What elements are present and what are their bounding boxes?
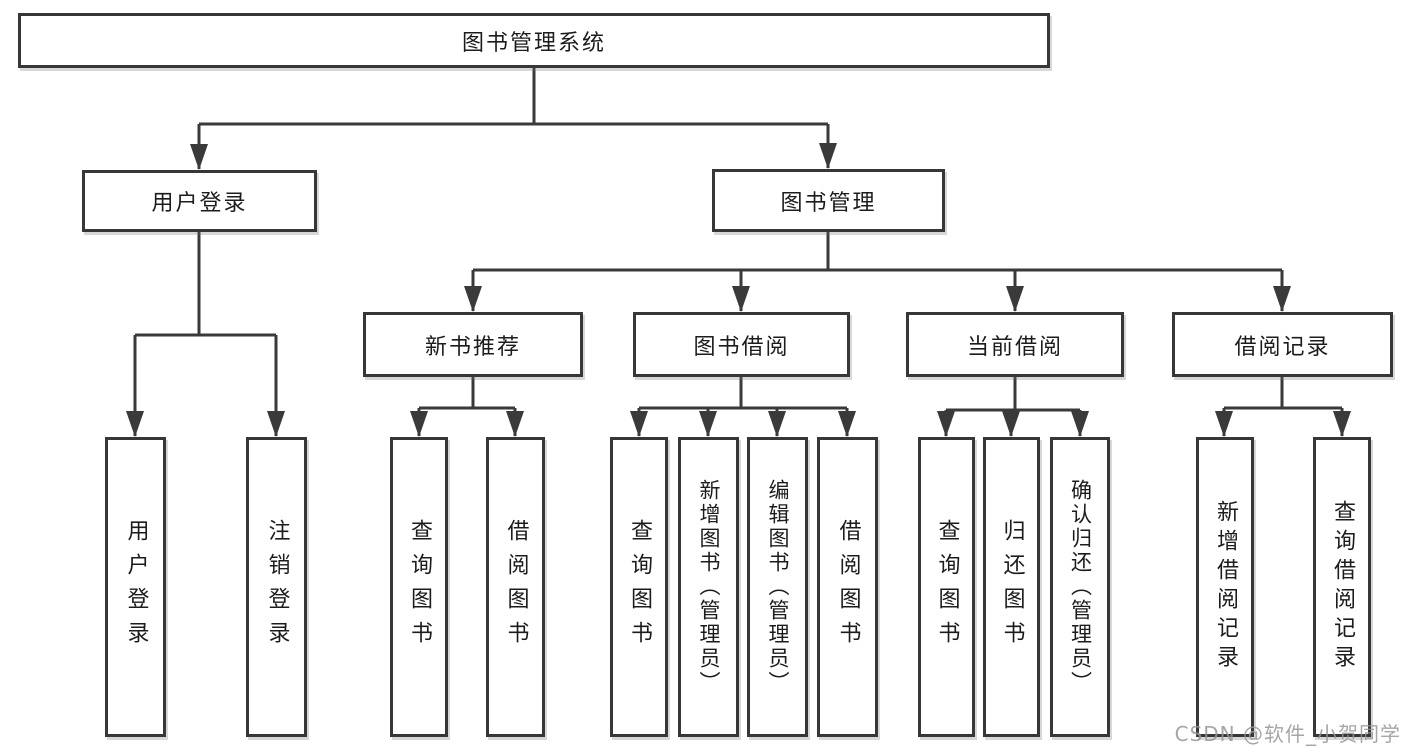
leaf-borrow-books-recommend: 借阅图书 bbox=[486, 437, 545, 737]
leaf-user-login: 用户登录 bbox=[105, 437, 166, 737]
leaf-query-books-recommend: 查询图书 bbox=[390, 437, 448, 737]
node-book-management: 图书管理 bbox=[712, 169, 945, 232]
node-root: 图书管理系统 bbox=[18, 13, 1050, 68]
node-borrow-records: 借阅记录 bbox=[1172, 312, 1393, 377]
leaf-borrow-books-borrowing: 借阅图书 bbox=[817, 437, 878, 737]
leaf-logout: 注销登录 bbox=[246, 437, 307, 737]
leaf-add-books-admin: 新增图书（管理员） bbox=[678, 437, 739, 737]
connector-trunks bbox=[135, 68, 1342, 412]
leaf-add-borrow-record: 新增借阅记录 bbox=[1196, 437, 1254, 737]
leaf-confirm-return-admin: 确认归还（管理员） bbox=[1050, 437, 1110, 737]
connector-arrows bbox=[126, 124, 1351, 437]
node-user-login: 用户登录 bbox=[82, 170, 317, 232]
leaf-edit-books-admin: 编辑图书（管理员） bbox=[747, 437, 808, 737]
leaf-query-borrow-record: 查询借阅记录 bbox=[1313, 437, 1371, 737]
node-book-borrowing: 图书借阅 bbox=[633, 312, 850, 377]
watermark: CSDN @软件_小贺同学 bbox=[1174, 722, 1401, 746]
leaf-query-books-current: 查询图书 bbox=[918, 437, 975, 737]
node-current-borrowing: 当前借阅 bbox=[906, 312, 1124, 377]
leaf-return-books: 归还图书 bbox=[983, 437, 1040, 737]
leaf-query-books-borrowing: 查询图书 bbox=[610, 437, 668, 737]
node-new-book-recommend: 新书推荐 bbox=[363, 312, 583, 377]
